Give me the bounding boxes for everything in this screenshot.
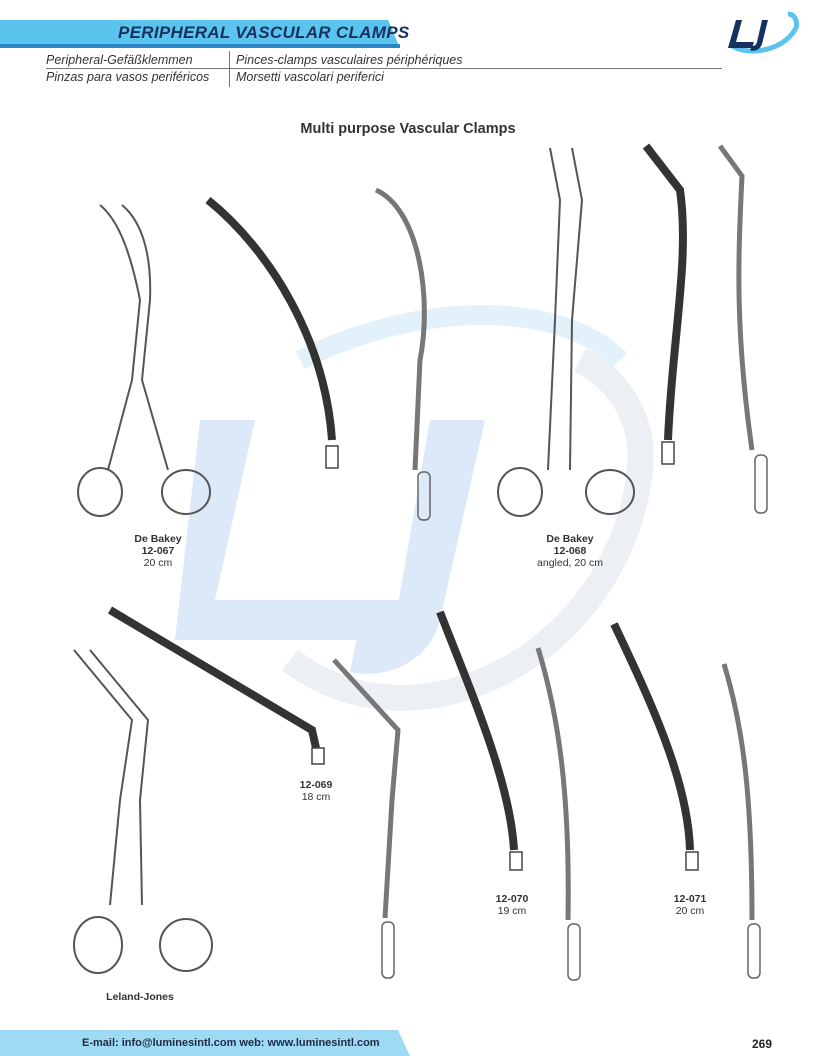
product-code: 12-068 (553, 545, 587, 557)
footer-band (0, 1030, 410, 1056)
product-name: De Bakey (134, 533, 182, 545)
product-size: 20 cm (675, 905, 705, 917)
product-size: 18 cm (301, 791, 331, 803)
subtitle-italian: Morsetti vascolari periferici (236, 70, 384, 84)
section-title: Multi purpose Vascular Clamps (300, 121, 516, 137)
subtitle-german: Peripheral-Gefäßklemmen (46, 53, 193, 67)
product-code: 12-070 (495, 893, 529, 905)
caption-12-071: 12-071 20 cm (630, 893, 750, 917)
product-code: 12-071 (673, 893, 707, 905)
subtitle-french: Pinces-clamps vasculaires périphériques (236, 53, 463, 67)
caption-12-067: De Bakey 12-067 20 cm (98, 533, 218, 569)
header-vertical-divider (229, 51, 230, 87)
caption-leland-jones: Leland-Jones (80, 991, 200, 1003)
product-size: angled, 20 cm (537, 557, 603, 569)
product-code: 12-067 (141, 545, 175, 557)
li-logo-icon (728, 11, 799, 54)
product-code: 12-069 (299, 779, 333, 791)
footer-contact: E-mail: info@luminesintl.com web: www.lu… (82, 1037, 380, 1049)
product-size: 19 cm (497, 905, 527, 917)
header-band (0, 20, 400, 48)
caption-12-068: De Bakey 12-068 angled, 20 cm (510, 533, 630, 569)
caption-12-070: 12-070 19 cm (452, 893, 572, 917)
subtitle-spanish: Pinzas para vasos periféricos (46, 70, 210, 84)
header-divider (46, 68, 722, 69)
caption-12-069: 12-069 18 cm (256, 779, 376, 803)
page-title: PERIPHERAL VASCULAR CLAMPS (118, 23, 410, 42)
product-name: De Bakey (546, 533, 594, 545)
page-number: 269 (752, 1037, 773, 1051)
product-name: Leland-Jones (106, 991, 174, 1003)
product-size: 20 cm (143, 557, 173, 569)
